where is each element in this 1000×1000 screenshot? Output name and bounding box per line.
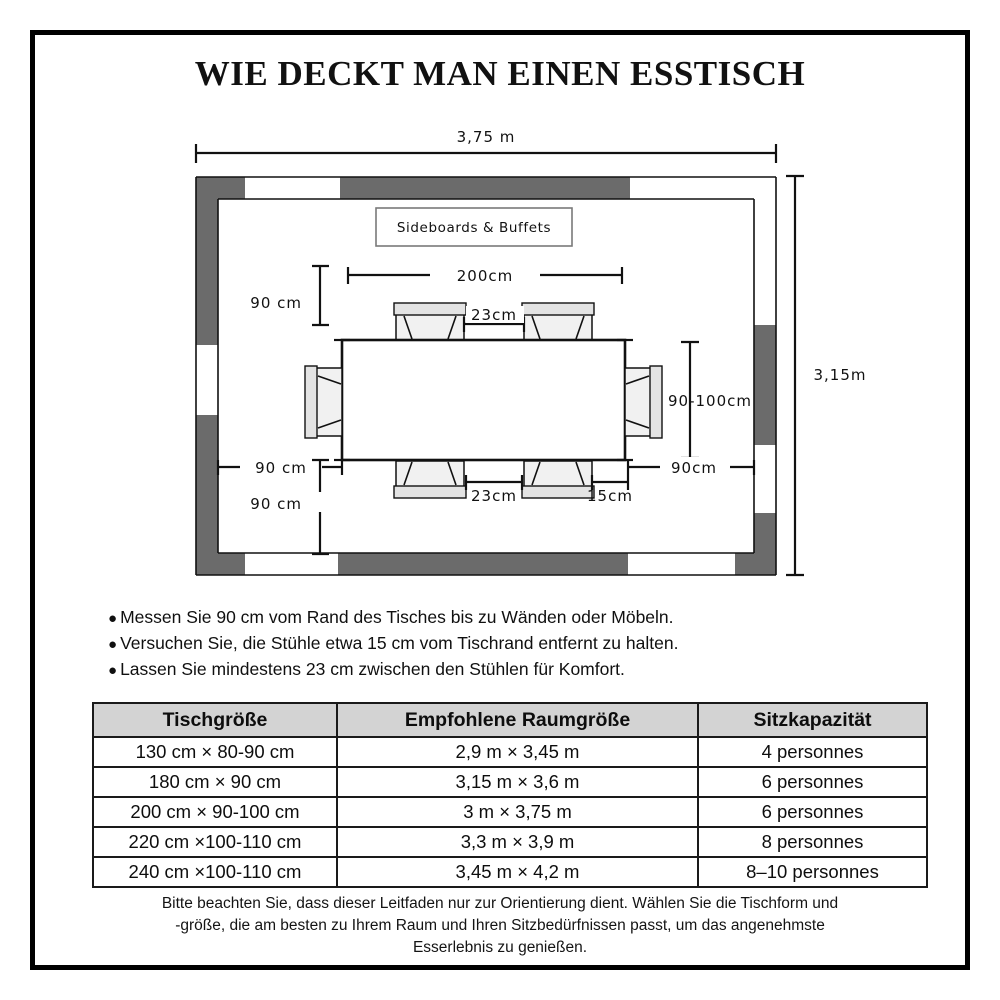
chair-left-end [304,365,343,439]
cell-room-size: 3 m × 3,75 m [336,796,699,828]
cell-room-size: 3,15 m × 3,6 m [336,766,699,798]
wall-right-lower-segment [754,513,776,575]
cell-room-size: 3,3 m × 3,9 m [336,826,699,858]
table-row: 240 cm ×100-110 cm 3,45 m × 4,2 m 8–10 p… [92,856,928,888]
list-item: ● Messen Sie 90 cm vom Rand des Tisches … [108,605,908,631]
table-row: 130 cm × 80-90 cm 2,9 m × 3,45 m 4 perso… [92,736,928,768]
dining-table [334,338,633,462]
dim-clearance-top: 90 cm [250,264,329,327]
dim-clearance-left-label: 90 cm [255,459,307,477]
wall-top-main-segment [340,177,630,199]
dim-chair-gap-bottom: 23cm [464,475,524,505]
bullet-text: Messen Sie 90 cm vom Rand des Tisches bi… [120,607,674,627]
dim-table-length: 200cm [346,266,624,285]
cell-table-size: 200 cm × 90-100 cm [92,796,338,828]
dim-room-height: 3,15m [786,174,866,577]
table-row: 200 cm × 90-100 cm 3 m × 3,75 m 6 person… [92,796,928,828]
wall-left-upper-segment [196,177,218,345]
footer-disclaimer: Bitte beachten Sie, dass dieser Leitfade… [100,893,900,959]
chair-bottom-right [521,460,595,499]
dim-chair-gap-bottom-label: 23cm [471,487,517,505]
dim-room-height-label: 3,15m [813,366,866,384]
wall-bottom-main-segment [338,553,628,575]
sideboard-box: Sideboards & Buffets [375,207,573,247]
cell-table-size: 180 cm × 90 cm [92,766,338,798]
cell-seating: 6 personnes [697,766,928,798]
column-header-seating: Sitzkapazität [697,702,928,738]
table-header-row: Tischgröße Empfohlene Raumgröße Sitzkapa… [92,702,928,738]
guideline-bullet-list: ● Messen Sie 90 cm vom Rand des Tisches … [108,605,908,683]
column-header-room-size: Empfohlene Raumgröße [336,702,699,738]
page-title: WIE DECKT MAN EINEN ESSTISCH [194,54,806,93]
chair-top-left [393,302,467,341]
cell-table-size: 130 cm × 80-90 cm [92,736,338,768]
bullet-dot-icon: ● [108,610,118,627]
dim-chair-gap-top: 23cm [462,306,526,332]
bullet-dot-icon: ● [108,662,118,679]
list-item: ● Lassen Sie mindestens 23 cm zwischen d… [108,657,908,683]
wall-right-middle-segment [754,325,776,445]
sideboard-label: Sideboards & Buffets [397,220,551,236]
dim-clearance-bottom-label: 90 cm [250,495,302,513]
cell-seating: 4 personnes [697,736,928,768]
footer-line: Bitte beachten Sie, dass dieser Leitfade… [161,895,839,912]
floor-plan-diagram: .ln { stroke:#111; stroke-width:2.2; fil… [0,120,1000,595]
cell-table-size: 220 cm ×100-110 cm [92,826,338,858]
dim-chair-gap-top-label: 23cm [471,306,517,324]
dim-chair-to-table-label: 15cm [587,487,633,505]
table-row: 220 cm ×100-110 cm 3,3 m × 3,9 m 8 perso… [92,826,928,858]
dim-clearance-right: 90cm [626,457,756,477]
bullet-text: Lassen Sie mindestens 23 cm zwischen den… [120,659,625,679]
footer-line: Esserlebnis zu genießen. [412,939,588,956]
dim-clearance-left: 90 cm [216,457,344,477]
cell-table-size: 240 cm ×100-110 cm [92,856,338,888]
dim-clearance-right-label: 90cm [671,459,717,477]
dim-room-width-label: 3,75 m [457,128,516,146]
dim-clearance-top-label: 90 cm [250,294,302,312]
dim-table-depth: 90-100cm [666,340,752,460]
wall-left-lower-segment [196,415,218,575]
table-row: 180 cm × 90 cm 3,15 m × 3,6 m 6 personne… [92,766,928,798]
dim-table-depth-label: 90-100cm [668,392,752,410]
chair-right-end [624,365,663,439]
chair-bottom-left [393,460,467,499]
table-size-reference-table: Tischgröße Empfohlene Raumgröße Sitzkapa… [92,702,928,888]
dim-room-width: 3,75 m [194,128,778,163]
chair-top-right [521,302,595,341]
cell-seating: 8–10 personnes [697,856,928,888]
cell-seating: 6 personnes [697,796,928,828]
footer-line: -größe, die am besten zu Ihrem Raum und … [175,917,825,934]
dim-clearance-bottom: 90 cm [250,458,348,556]
column-header-table-size: Tischgröße [92,702,338,738]
dim-chair-to-table: 15cm [587,475,633,505]
bullet-text: Versuchen Sie, die Stühle etwa 15 cm vom… [120,633,679,653]
list-item: ● Versuchen Sie, die Stühle etwa 15 cm v… [108,631,908,657]
room-walls [195,176,777,576]
dim-table-length-label: 200cm [457,267,514,285]
cell-room-size: 2,9 m × 3,45 m [336,736,699,768]
cell-room-size: 3,45 m × 4,2 m [336,856,699,888]
cell-seating: 8 personnes [697,826,928,858]
bullet-dot-icon: ● [108,636,118,653]
wall-bottom-left-segment [196,553,245,575]
